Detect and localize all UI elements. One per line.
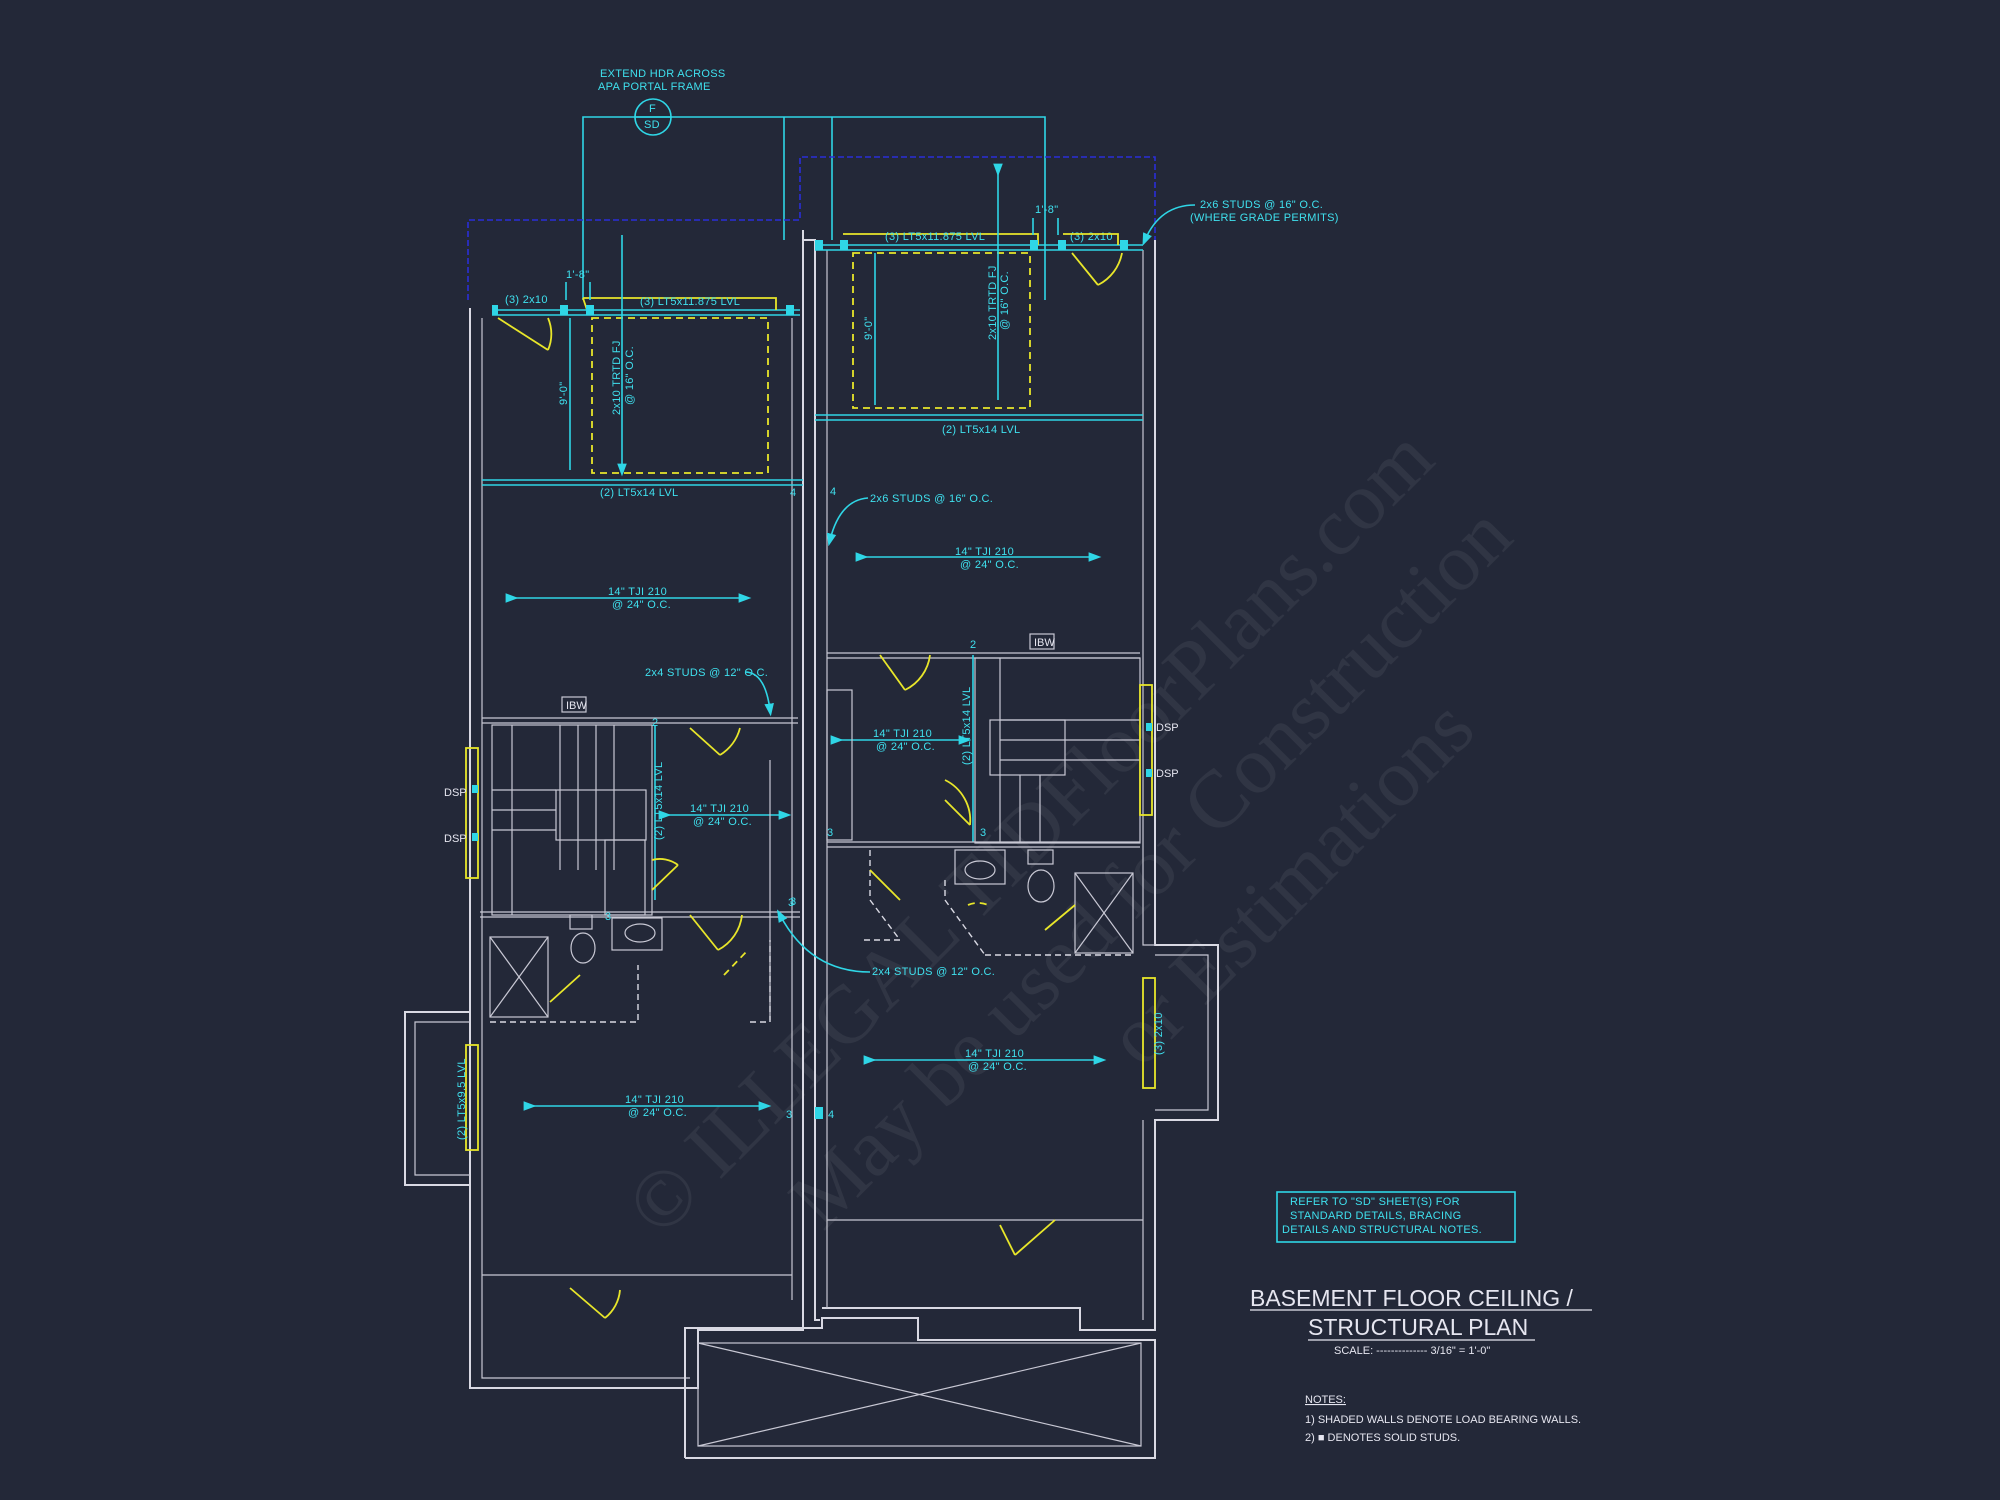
left-lower: 14" TJI 210 @ 24" O.C. (2) LT5x9.5 LVL 3… (456, 1044, 834, 1319)
right-trtd-label: 2x10 TRTD FJ (987, 265, 999, 340)
section-tag-bottom: SD (644, 119, 660, 131)
left-mid-beam-label: (2) LT5x14 LVL (600, 487, 678, 499)
right-studs-line-1: 2x6 STUDS @ 16" O.C. (1200, 199, 1323, 211)
notes: NOTES: 1) SHADED WALLS DENOTE LOAD BEARI… (1305, 1394, 1581, 1444)
left-height-dim: 9'-0" (558, 382, 570, 405)
foundation-outline (467, 156, 1156, 300)
svg-text:4: 4 (790, 487, 796, 499)
right-trtd-spacing: @ 16" O.C. (999, 271, 1011, 330)
right-unit-walls (803, 239, 1219, 1331)
garage-box (684, 1317, 1156, 1459)
refer-line-2: STANDARD DETAILS, BRACING (1290, 1210, 1462, 1222)
tji-b-spacing: @ 24" O.C. (693, 816, 752, 828)
tji-f: 14" TJI 210 (965, 1048, 1024, 1060)
left-side-beam: (2) LT5x9.5 LVL (456, 1058, 468, 1140)
left-trtd-label: 2x10 TRTD FJ (611, 340, 623, 415)
left-num-3: 3 (605, 911, 611, 923)
left-dsp-1: DSP (444, 787, 467, 799)
left-stair-beam-label: (2) LT5x14 LVL (653, 762, 665, 840)
refer-line-1: REFER TO "SD" SHEET(S) FOR (1290, 1196, 1460, 1208)
refer-line-3: DETAILS AND STRUCTURAL NOTES. (1282, 1224, 1482, 1236)
right-side-beam: (3) 2x10 (1153, 1012, 1165, 1055)
tji-d-spacing: @ 24" O.C. (960, 559, 1019, 571)
svg-text:3: 3 (827, 827, 833, 839)
right-dsp-2: DSP (1156, 768, 1179, 780)
right-stair-beam-label: (2) LT5x14 LVL (961, 687, 973, 765)
title-scale: SCALE: -------------- 3/16" = 1'-0" (1334, 1345, 1490, 1357)
title-block: BASEMENT FLOOR CEILING / STRUCTURAL PLAN… (1250, 1285, 1592, 1357)
right-top-beam: (3) LT5x11.875 LVL (3) 2x10 2x10 TRTD FJ… (815, 163, 1339, 409)
title-line-2: STRUCTURAL PLAN (1308, 1314, 1528, 1340)
right-mid-beam-label: (2) LT5x14 LVL (942, 424, 1020, 436)
right-dsp-1: DSP (1156, 722, 1179, 734)
notes-heading: NOTES: (1305, 1394, 1346, 1406)
svg-text:4: 4 (828, 1109, 834, 1121)
svg-text:3: 3 (786, 1109, 792, 1121)
tji-f-spacing: @ 24" O.C. (968, 1061, 1027, 1073)
watermark-line-2: May be used for Construction (772, 488, 1529, 1245)
portal-note-line-1: EXTEND HDR ACROSS (600, 68, 726, 80)
section-tag-top: F (649, 103, 656, 115)
right-studs-line-2: (WHERE GRADE PERMITS) (1190, 212, 1339, 224)
right-height-dim: 9'-0" (863, 317, 875, 340)
right-mid-studs: 2x6 STUDS @ 16" O.C. (870, 493, 993, 505)
svg-text:3: 3 (980, 827, 986, 839)
left-top-beam-label: (3) LT5x11.875 LVL (640, 296, 740, 308)
left-mid-beam: (2) LT5x14 LVL 14" TJI 210 @ 24" O.C. 2x… (482, 479, 803, 717)
lower-studs-label: 2x4 STUDS @ 12" O.C. (872, 966, 995, 978)
note-1: 1) SHADED WALLS DENOTE LOAD BEARING WALL… (1305, 1414, 1581, 1426)
left-num-3b: 3 (790, 896, 796, 908)
left-trtd-spacing: @ 16" O.C. (624, 346, 636, 405)
refer-box: REFER TO "SD" SHEET(S) FOR STANDARD DETA… (1276, 1191, 1516, 1243)
svg-text:4: 4 (830, 486, 836, 498)
left-trtd-area (591, 317, 769, 474)
right-2x10-label: (3) 2x10 (1070, 231, 1113, 243)
tji-e-spacing: @ 24" O.C. (876, 741, 935, 753)
tji-c: 14" TJI 210 (625, 1094, 684, 1106)
right-lower: 14" TJI 210 @ 24" O.C. (3) 2x10 (863, 977, 1165, 1256)
svg-text:2: 2 (970, 639, 976, 651)
tji-c-spacing: @ 24" O.C. (628, 1107, 687, 1119)
left-top-beam: (3) LT5x11.875 LVL (3) 2x10 2x10 TRTD FJ… (492, 235, 800, 477)
right-ibw-tag: IBW (1034, 637, 1055, 649)
left-2x10-label: (3) 2x10 (505, 294, 548, 306)
watermark: © ILLEGAL TIDFloorPlans.com May be used … (609, 411, 1529, 1252)
left-dsp-2: DSP (444, 833, 467, 845)
tji-b: 14" TJI 210 (690, 803, 749, 815)
portal-frame-note: EXTEND HDR ACROSS APA PORTAL FRAME F SD (582, 68, 1046, 300)
right-width-dim: 1'-8" (1035, 204, 1058, 216)
lower-studs-note: 2x4 STUDS @ 12" O.C. (777, 909, 995, 978)
title-line-1: BASEMENT FLOOR CEILING / (1250, 1285, 1574, 1311)
right-mid-beam: (2) LT5x14 LVL 2x6 STUDS @ 16" O.C. 14" … (815, 414, 1143, 571)
left-ibw-tag: IBW (566, 700, 587, 712)
left-stair-studs: 2x4 STUDS @ 12" O.C. (645, 667, 768, 679)
right-trtd-area (852, 252, 1031, 409)
portal-note-line-2: APA PORTAL FRAME (598, 81, 711, 93)
left-width-dim: 1'-8" (566, 269, 589, 281)
right-core: IBW 2 (2) LT5x14 LVL 14" TJI 210 @ 24" O… (788, 486, 1179, 956)
left-core: IBW (2) LT5x14 LVL 14" TJI 210 @ 24" O.C… (444, 696, 800, 1023)
right-top-beam-label: (3) LT5x11.875 LVL (885, 231, 985, 243)
svg-text:3: 3 (788, 897, 794, 909)
svg-text:2: 2 (652, 717, 658, 729)
note-2: 2) ■ DENOTES SOLID STUDS. (1305, 1432, 1460, 1444)
tji-a-spacing: @ 24" O.C. (612, 599, 671, 611)
tji-e: 14" TJI 210 (873, 728, 932, 740)
tji-a: 14" TJI 210 (608, 586, 667, 598)
